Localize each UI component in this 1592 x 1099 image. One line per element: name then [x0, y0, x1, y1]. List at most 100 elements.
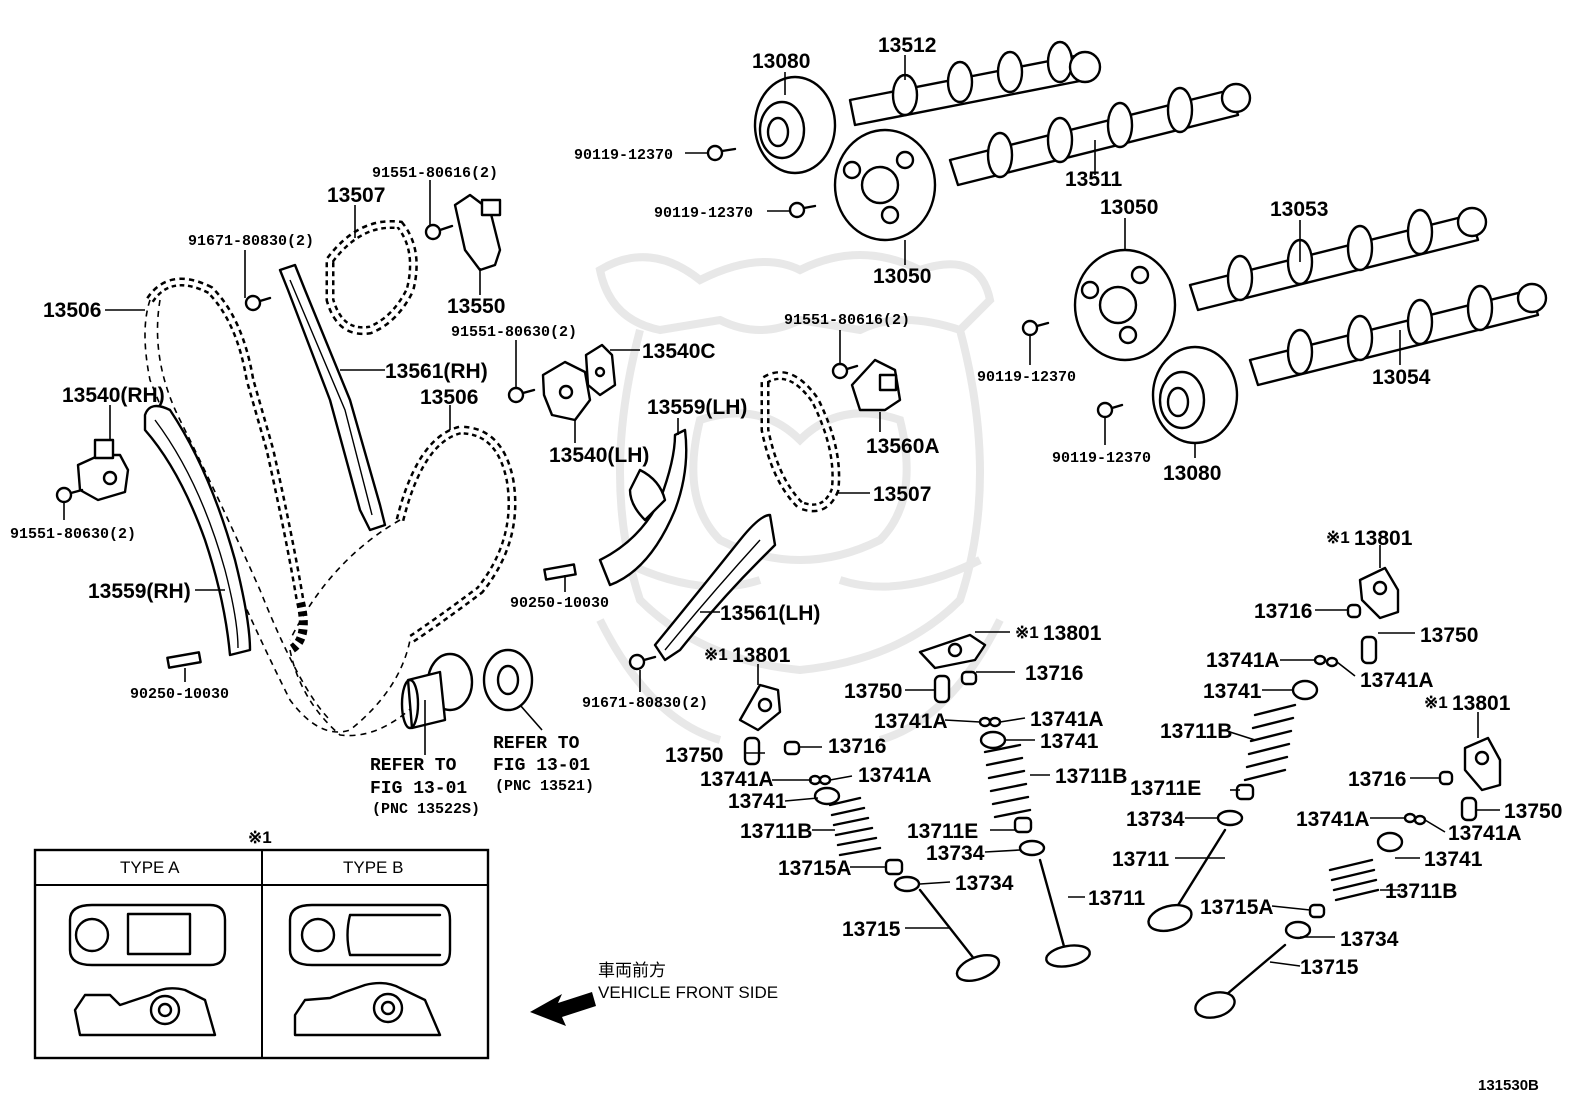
note-mark-icon: ※1 [1424, 693, 1448, 712]
bolt-icon [507, 386, 536, 404]
label-13715: 13715 [842, 918, 901, 941]
valve-spring-13711b-c [1243, 703, 1297, 782]
label-13741a: 13741A [1030, 708, 1104, 731]
label-13053: 13053 [1270, 198, 1328, 221]
refer-note-right: REFER TO FIG 13-01 (PNC 13521) [493, 734, 594, 795]
label-90119-12370: 90119-12370 [574, 147, 673, 164]
label-91551-80630: 91551-80630(2) [451, 324, 577, 341]
label-13506: 13506 [43, 299, 101, 322]
label-13741a: 13741A [858, 764, 932, 787]
bolt-icon [628, 653, 657, 671]
type-a-header: TYPE A [120, 858, 180, 877]
label-13716: 13716 [1254, 600, 1312, 623]
label-13741a: 13741A [1360, 669, 1434, 692]
type-b-header: TYPE B [343, 858, 403, 877]
label-13050: 13050 [1100, 196, 1158, 219]
label-13507: 13507 [327, 184, 385, 207]
label-13715a: 13715A [1200, 896, 1274, 919]
pin-90250-mid [543, 563, 577, 581]
label-13750: 13750 [1504, 800, 1562, 823]
front-side-japanese: 車両前方 [598, 961, 666, 980]
rocker-type-b-drawing [288, 903, 452, 1037]
bolt-icon [1021, 319, 1050, 337]
label-13711: 13711 [1112, 848, 1170, 871]
label-91551-80616: 91551-80616(2) [372, 165, 498, 182]
label-90250-10030: 90250-10030 [130, 686, 229, 703]
diagram-id: 131530B [1478, 1077, 1539, 1094]
refer-line-3: (PNC 13522S) [372, 801, 480, 818]
arrow-left-icon [530, 992, 596, 1026]
label-13711b: 13711B [740, 820, 812, 843]
valve-13715-a [918, 888, 1001, 982]
background-emblem [595, 251, 1004, 744]
label-13080: 13080 [752, 50, 810, 73]
label-13711e: 13711E [907, 820, 978, 843]
refer-note-left: REFER TO FIG 13-01 (PNC 13522S) [370, 756, 480, 818]
label-13716: 13716 [1025, 662, 1083, 685]
valve-spring-13711b-b [983, 743, 1032, 819]
label-13734: 13734 [1340, 928, 1399, 951]
label-13561-lh: 13561(LH) [720, 602, 820, 625]
label-91671-80830: 91671-80830(2) [582, 695, 708, 712]
crank-sprocket-13521 [482, 648, 534, 712]
label-91551-80630: 91551-80630(2) [10, 526, 136, 543]
label-90119-12370: 90119-12370 [1052, 450, 1151, 467]
label-13050: 13050 [873, 265, 931, 288]
label-91671-80830: 91671-80830(2) [188, 233, 314, 250]
chain-guide-13561-lh [653, 513, 777, 662]
timing-chain-13506 [144, 277, 517, 737]
label-13711: 13711 [1088, 887, 1146, 910]
label-13080: 13080 [1163, 462, 1221, 485]
label-13741: 13741 [728, 790, 787, 813]
note-mark-icon: ※1 [248, 828, 272, 847]
part-labels: 13080 13512 90119-12370 91551-80616(2) 9… [10, 34, 1562, 979]
bolt-icons [55, 144, 1124, 671]
label-13550: 13550 [447, 295, 505, 318]
tensioner-slipper-13559-lh [598, 428, 688, 587]
camshaft-13054 [1248, 282, 1548, 387]
camshaft-13512 [848, 40, 1102, 127]
label-13711b: 13711B [1385, 880, 1457, 903]
label-13540c: 13540C [642, 340, 716, 363]
bolt-icon [831, 362, 859, 380]
label-13559-rh: 13559(RH) [88, 580, 191, 603]
bolt-icon [788, 201, 817, 219]
label-13711b: 13711B [1160, 720, 1232, 743]
label-13054: 13054 [1372, 366, 1431, 389]
tensioner-plate-13540c [584, 343, 617, 397]
rocker-type-a-drawing [68, 903, 227, 1037]
bolt-icon [706, 144, 737, 162]
note-mark-icon: ※1 [704, 645, 728, 664]
valve-spring-13711b-a [828, 796, 882, 857]
label-13559-lh: 13559(LH) [647, 396, 747, 419]
leader-lines [63, 55, 1500, 967]
label-13741a: 13741A [700, 768, 774, 791]
timing-chain-13507-lower [760, 371, 841, 513]
label-90250-10030: 90250-10030 [510, 595, 609, 612]
chain-tensioner-13540-lh [541, 360, 592, 422]
label-91551-80616: 91551-80616(2) [784, 312, 910, 329]
note-mark-icon: ※1 [1326, 528, 1350, 547]
label-13716: 13716 [1348, 768, 1406, 791]
label-13716: 13716 [828, 735, 886, 758]
tensioner-slipper-13559-rh [143, 404, 252, 657]
chain-tensioner-13560a [850, 358, 902, 412]
label-13734: 13734 [955, 872, 1014, 895]
camshaft-13053 [1188, 206, 1488, 312]
bolt-icon [1096, 401, 1124, 419]
crank-sprocket-13522s [400, 652, 474, 730]
rocker-arm-13801-b [918, 633, 987, 670]
vvt-gear-13050-top [833, 128, 937, 242]
timing-chain-13507-upper [325, 219, 418, 336]
label-13741a: 13741A [874, 710, 948, 733]
label-13801: 13801 [732, 644, 791, 667]
vvt-gear-13050-right [1073, 248, 1177, 362]
label-13801: 13801 [1452, 692, 1511, 715]
refer-line-1: REFER TO [493, 734, 580, 754]
bolt-icon [424, 223, 454, 241]
label-13750: 13750 [844, 680, 902, 703]
valve-13711-a [1038, 858, 1091, 968]
label-13801: 13801 [1354, 527, 1413, 550]
label-13741a: 13741A [1448, 822, 1522, 845]
refer-line-3: (PNC 13521) [495, 778, 594, 795]
